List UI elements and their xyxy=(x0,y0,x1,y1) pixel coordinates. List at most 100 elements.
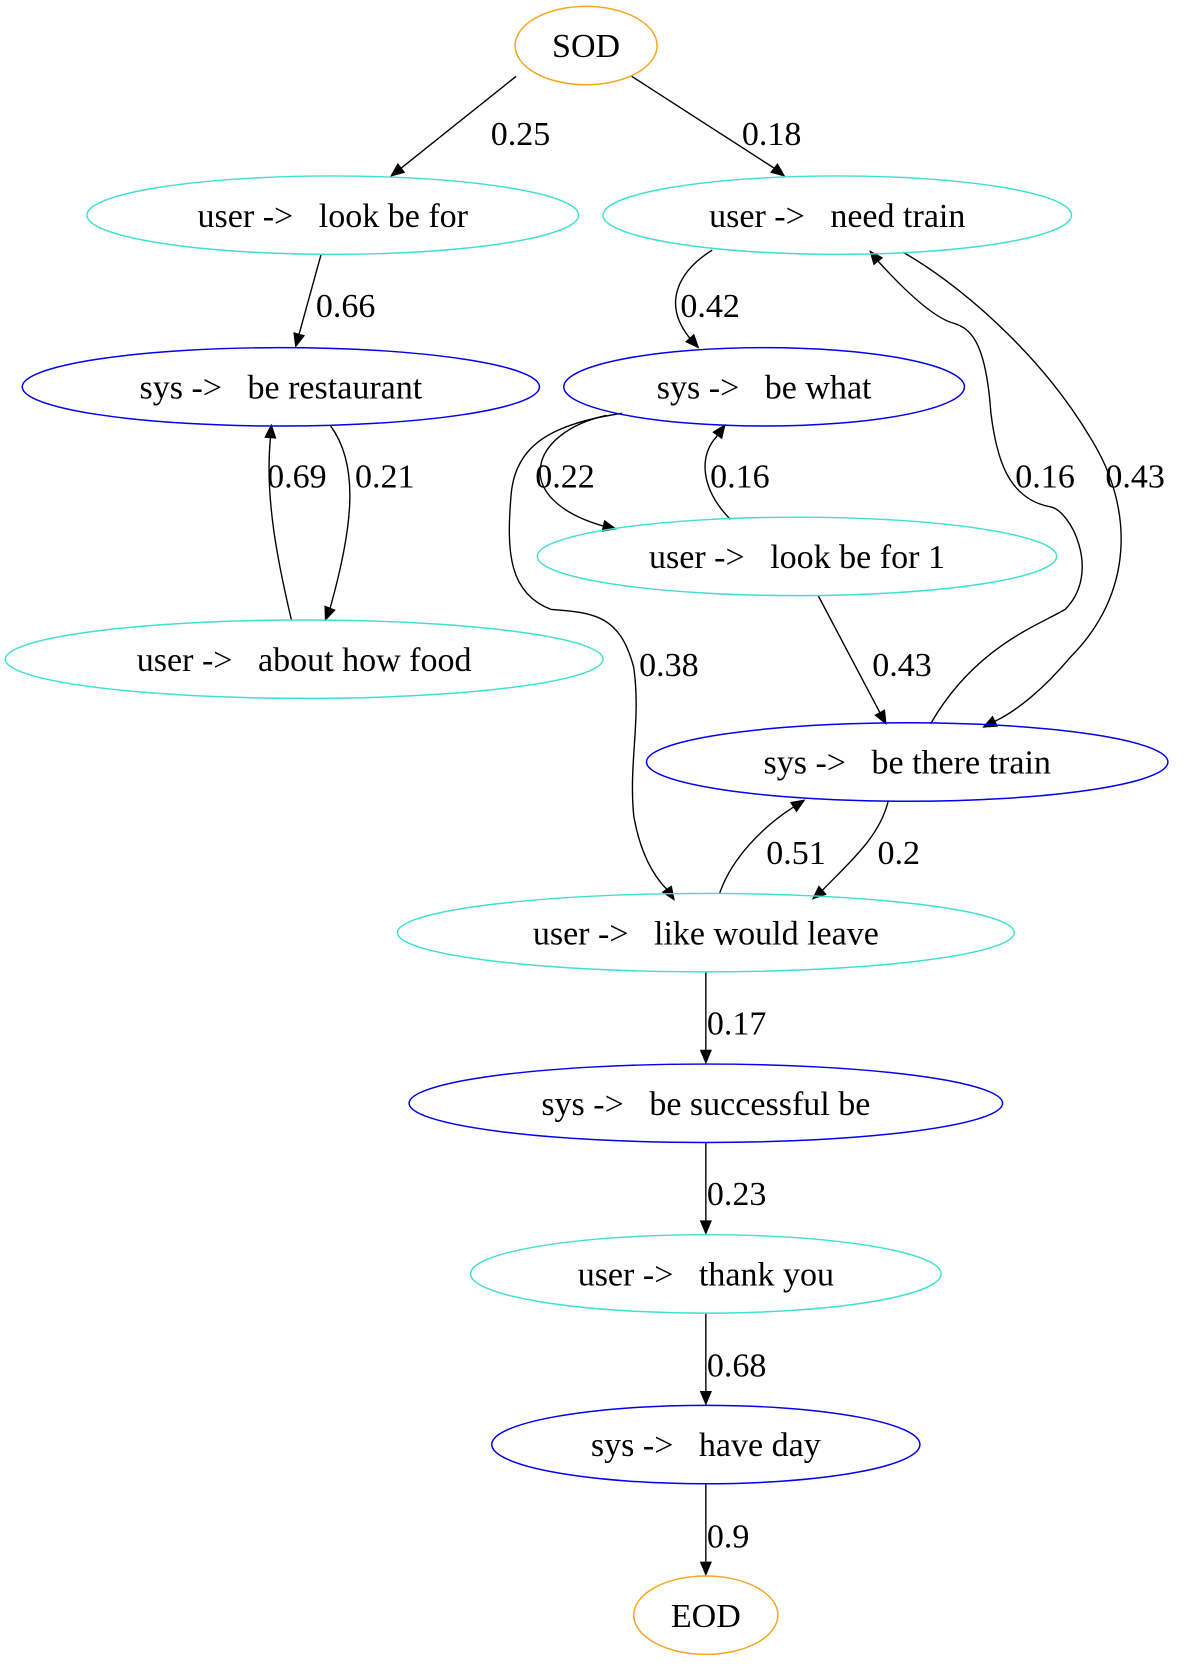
arrowhead-u_look-s_rest xyxy=(293,332,306,348)
node-s_what: sys -> be what xyxy=(563,346,966,427)
edge-weight-sod-u_train: 0.18 xyxy=(742,116,802,153)
node-sod: SOD xyxy=(514,5,658,86)
node-shape-u_look1 xyxy=(536,516,1058,597)
edge-line-u_leave-s_there xyxy=(718,805,795,894)
node-label-s_there: sys -> be there train xyxy=(763,745,1050,782)
node-shape-s_succ xyxy=(408,1063,1004,1144)
edge-weight-u_food-s_rest: 0.69 xyxy=(267,459,327,496)
node-s_day: sys -> have day xyxy=(491,1404,921,1485)
edge-s_day-eod: 0.9 xyxy=(699,1483,750,1577)
edge-line-s_there-u_train xyxy=(876,259,1083,725)
edge-line-u_train-s_what xyxy=(674,249,713,340)
edge-weight-u_leave-s_succ: 0.17 xyxy=(707,1005,767,1042)
node-shape-u_thank xyxy=(469,1233,942,1314)
edge-u_train-s_what: 0.42 xyxy=(674,249,740,349)
edge-sod-u_train: 0.18 xyxy=(631,75,802,177)
node-label-u_leave: user -> like would leave xyxy=(533,915,879,952)
arrowhead-s_rest-u_food xyxy=(324,605,336,622)
node-u_food: user -> about how food xyxy=(4,619,604,700)
edge-s_what-u_look1: 0.22 xyxy=(535,414,618,532)
node-shape-s_there xyxy=(645,722,1169,802)
edge-weight-s_succ-u_thank: 0.23 xyxy=(707,1176,767,1213)
node-shape-s_what xyxy=(563,346,966,427)
node-label-u_thank: user -> thank you xyxy=(578,1257,834,1294)
node-eod: EOD xyxy=(633,1575,779,1656)
edge-u_look-s_rest: 0.66 xyxy=(293,254,376,348)
node-label-u_food: user -> about how food xyxy=(137,642,472,679)
edge-u_thank-s_day: 0.68 xyxy=(699,1313,766,1406)
edge-weight-u_look-s_rest: 0.66 xyxy=(316,288,376,325)
edge-line-s_there-u_leave xyxy=(821,801,889,892)
node-shape-u_leave xyxy=(396,892,1015,973)
edge-weight-u_train-s_there: 0.43 xyxy=(1105,459,1165,496)
edge-line-s_what-u_look1 xyxy=(539,414,607,527)
arrowhead-u_look1-s_there xyxy=(874,709,887,726)
node-u_leave: user -> like would leave xyxy=(396,892,1015,973)
arrowhead-u_thank-s_day xyxy=(699,1391,712,1406)
edge-s_what-u_leave: 0.38 xyxy=(508,412,699,901)
node-label-eod: EOD xyxy=(671,1598,741,1635)
arrowhead-s_what-u_leave xyxy=(661,885,675,901)
node-u_train: user -> need train xyxy=(602,175,1073,256)
node-s_there: sys -> be there train xyxy=(645,722,1169,802)
edges-scaled: 0.25 0.18 0.66 0.69 0.21 0.42 0.22 0.16 0.16 0.43… xyxy=(264,75,1165,1577)
edge-line-u_train-s_there xyxy=(902,251,1122,723)
node-shape-eod xyxy=(633,1575,779,1656)
arrowhead-u_food-s_rest xyxy=(264,423,277,439)
node-shape-s_rest xyxy=(21,346,541,427)
arrowhead-sod-u_train xyxy=(770,162,786,177)
node-shape-sod xyxy=(514,5,658,86)
node-u_look: user -> look be for xyxy=(86,175,580,256)
arrowhead-s_there-u_train xyxy=(869,250,884,266)
edge-s_there-u_leave: 0.2 xyxy=(811,801,921,900)
node-shape-u_train xyxy=(602,175,1073,256)
edge-weight-s_there-u_train: 0.16 xyxy=(1015,459,1075,496)
node-label-s_what: sys -> be what xyxy=(657,369,872,406)
node-label-s_day: sys -> have day xyxy=(591,1427,821,1464)
edge-s_there-u_train: 0.16 xyxy=(869,250,1083,725)
nodes: SOD user -> look be for user -> need train… xyxy=(4,5,1169,1656)
arrowhead-sod-u_look xyxy=(389,162,406,177)
node-shape-u_look xyxy=(86,175,580,256)
node-label-sod: SOD xyxy=(552,28,620,65)
node-s_rest: sys -> be restaurant xyxy=(21,346,541,427)
edge-line-s_rest-u_food xyxy=(328,425,351,610)
edge-u_leave-s_succ: 0.17 xyxy=(699,971,767,1065)
edge-line-s_what-u_leave xyxy=(508,412,669,891)
edge-weight-s_day-eod: 0.9 xyxy=(707,1518,750,1555)
edge-u_food-s_rest: 0.69 xyxy=(264,423,327,621)
edge-weight-s_what-u_look1: 0.22 xyxy=(535,459,595,496)
node-shape-u_food xyxy=(4,619,604,700)
node-label-s_rest: sys -> be restaurant xyxy=(139,369,422,406)
node-u_thank: user -> thank you xyxy=(469,1233,942,1314)
node-u_look1: user -> look be for 1 xyxy=(536,516,1058,597)
node-label-u_train: user -> need train xyxy=(709,198,965,235)
arrowhead-u_leave-s_there xyxy=(789,799,806,813)
arrowhead-u_look1-s_what xyxy=(712,423,726,440)
edge-line-u_look1-s_there xyxy=(817,595,882,714)
arrowhead-s_succ-u_thank xyxy=(699,1220,712,1236)
node-shape-s_day xyxy=(491,1404,921,1485)
node-label-u_look: user -> look be for xyxy=(198,198,469,235)
edge-u_train-s_there: 0.43 xyxy=(902,251,1165,728)
edge-weight-s_what-u_leave: 0.38 xyxy=(639,647,699,684)
arrowhead-s_day-eod xyxy=(699,1561,712,1577)
edge-s_succ-u_thank: 0.23 xyxy=(699,1142,767,1236)
edge-u_look1-s_there: 0.43 xyxy=(817,595,932,726)
edge-s_rest-u_food: 0.21 xyxy=(324,425,415,622)
edge-weight-u_train-s_what: 0.42 xyxy=(680,288,740,325)
nodes-scaled: SOD user -> look be for user -> need train… xyxy=(4,5,1169,1656)
edges: 0.25 0.18 0.66 0.69 0.21 0.42 0.22 0.16 0.16 0.43… xyxy=(264,75,1165,1577)
edge-sod-u_look: 0.25 xyxy=(389,75,551,177)
edge-u_look1-s_what: 0.16 xyxy=(704,423,770,520)
edge-weight-s_there-u_leave: 0.2 xyxy=(878,835,921,872)
edge-line-u_food-s_rest xyxy=(268,436,293,621)
edge-weight-sod-u_look: 0.25 xyxy=(491,116,551,153)
edge-weight-u_look1-s_what: 0.16 xyxy=(710,459,770,496)
edge-line-u_look1-s_what xyxy=(704,434,731,520)
edge-weight-u_look1-s_there: 0.43 xyxy=(872,647,932,684)
edge-weight-s_rest-u_food: 0.21 xyxy=(355,459,415,496)
arrowhead-s_what-u_look1 xyxy=(601,519,618,532)
edge-u_leave-s_there: 0.51 xyxy=(718,799,826,894)
